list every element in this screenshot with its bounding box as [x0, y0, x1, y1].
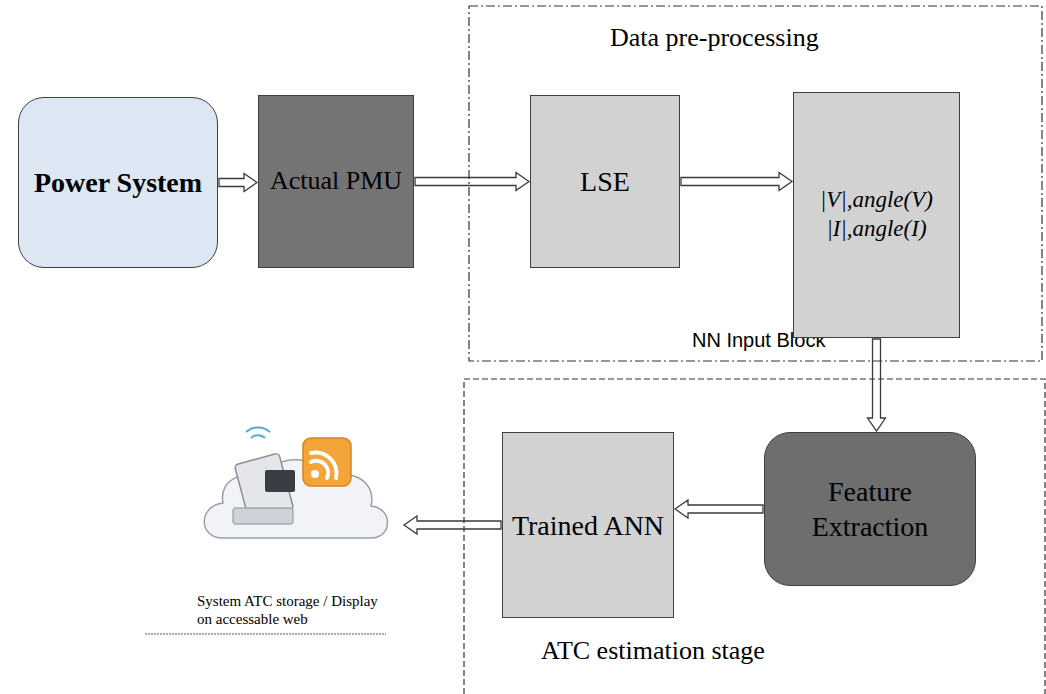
group-region: Data pre-processingNN Input BlockLSE|V|,…	[468, 5, 1043, 362]
wifi-badge	[303, 438, 351, 486]
wifi-arc	[311, 461, 328, 478]
process-box: Actual PMU	[258, 95, 414, 268]
node-label: LSE	[580, 164, 630, 199]
node-label: System ATC storage / Display on accessab…	[193, 590, 396, 630]
process-box: Feature Extraction	[764, 432, 976, 586]
node-label: Power System	[34, 165, 202, 200]
wifi-dot	[311, 470, 319, 478]
underline-rule	[145, 634, 386, 635]
hollow-arrow	[868, 339, 886, 431]
cloud-storage: System ATC storage / Display on accessab…	[193, 408, 403, 630]
process-box: Power System	[18, 97, 218, 268]
cloud-illustration	[193, 408, 403, 573]
process-box: LSE	[530, 95, 680, 268]
hollow-arrow	[675, 500, 763, 518]
hollow-arrow	[404, 516, 501, 534]
process-box: |V|,angle(V)|I|,angle(I)	[793, 92, 960, 338]
node-label: Trained ANN	[512, 508, 664, 543]
region-heading: Data pre-processing	[608, 23, 821, 53]
region-heading: ATC estimation stage	[539, 636, 767, 666]
hollow-arrow	[681, 173, 792, 191]
node-label: |I|,angle(I)	[826, 215, 926, 244]
region-border	[469, 6, 1042, 361]
node-label: Actual PMU	[270, 165, 402, 198]
cloud-shape	[204, 460, 387, 538]
node-label: |V|,angle(V)	[820, 186, 933, 215]
node-label: Feature Extraction	[773, 474, 967, 544]
hollow-arrow	[415, 173, 529, 191]
signal-arc	[246, 427, 270, 438]
wifi-arc	[311, 453, 336, 478]
process-box: Trained ANN	[502, 432, 674, 618]
device-icon	[265, 470, 295, 492]
region-border	[464, 379, 1045, 694]
keyboard-icon	[233, 508, 293, 524]
hollow-arrow	[219, 174, 257, 192]
group-region: ATC estimation stage Feature Extraction Tr…	[463, 378, 1046, 694]
